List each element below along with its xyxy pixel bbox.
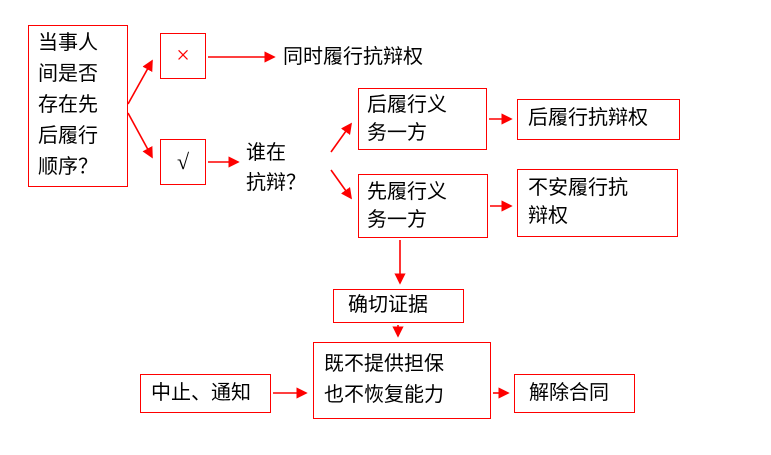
no-guarantee-no-recovery-box: 既不提供担保 也不恢复能力 [313,342,491,419]
arrow-who-to-first-party [330,169,352,200]
no-mark-box: × [160,33,206,79]
simultaneous-defense-label: 同时履行抗辩权 [283,46,423,68]
later-performing-party-box: 后履行义 务一方 [358,88,487,150]
yes-mark-box: √ [160,139,206,185]
arrow-root-to-yes [127,112,153,159]
conclusive-evidence-box: 确切证据 [333,289,464,323]
root-question-box: 当事人 间是否 存在先 后履行 顺序？ [28,25,128,187]
insecurity-defense-box: 不安履行抗 辩权 [517,169,678,237]
terminate-contract-box: 解除合同 [514,374,635,413]
suspend-notify-box: 中止、通知 [140,374,271,413]
arrow-who-to-later-party [330,122,352,153]
arrow-root-to-no [127,59,153,105]
first-performing-party-box: 先履行义 务一方 [358,174,488,238]
who-defends-label: 谁在 抗辩？ [246,142,306,194]
later-performance-defense-box: 后履行抗辩权 [517,99,680,140]
